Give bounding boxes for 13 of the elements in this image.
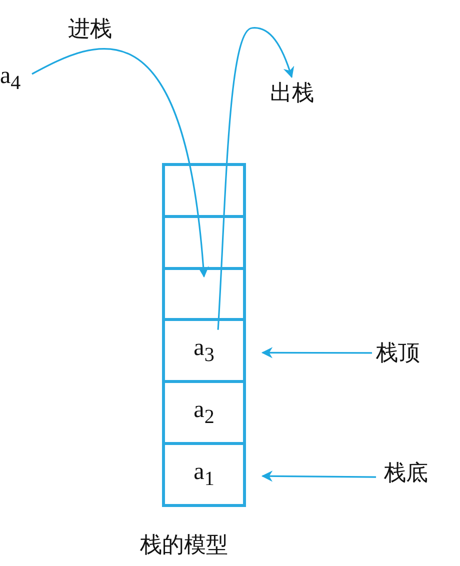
stack-cell: a$_{1}$ bbox=[165, 442, 243, 504]
arrow bbox=[217, 27, 294, 330]
stack-cell: a$_{2}$ bbox=[165, 380, 243, 442]
node-label: 出栈 bbox=[270, 80, 314, 108]
stack-cell: a$_{3}$ bbox=[165, 318, 243, 380]
node-label: a$_{4}$ bbox=[0, 62, 21, 97]
arrow bbox=[261, 347, 372, 358]
stack-column bbox=[162, 163, 246, 507]
arrow bbox=[261, 470, 376, 482]
caption: 栈的模型 bbox=[140, 532, 228, 560]
arrow bbox=[32, 48, 209, 278]
node-label: 栈顶 bbox=[376, 340, 420, 368]
node-label: 栈底 bbox=[384, 460, 428, 488]
